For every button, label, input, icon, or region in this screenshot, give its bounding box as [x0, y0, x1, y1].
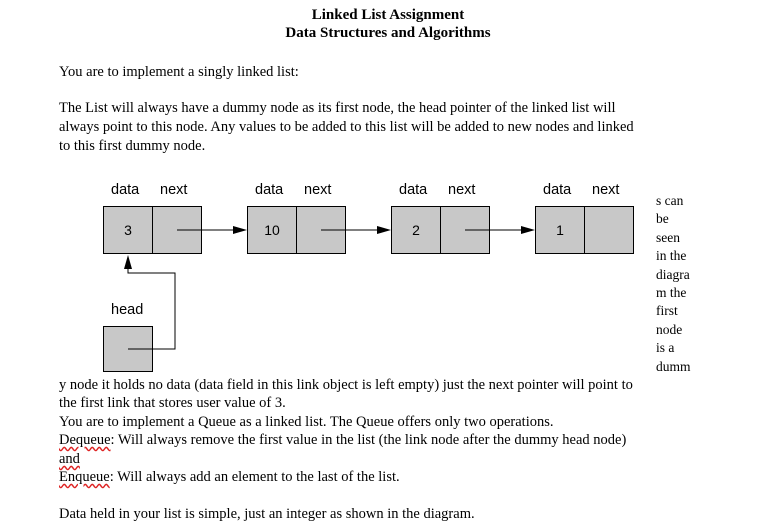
side-text-line-1: s can	[656, 193, 684, 208]
paragraph2-line3: You are to implement a Queue as a linked…	[59, 414, 554, 430]
side-text-line-7: first	[656, 303, 678, 318]
title-line-1: Linked List Assignment	[311, 7, 465, 23]
node3-data-cell	[391, 206, 441, 254]
side-text-line-4: in the	[656, 248, 687, 263]
side-text-line-3: seen	[656, 230, 680, 245]
node3-data-label: data	[399, 182, 428, 198]
and-line: and	[59, 450, 80, 469]
enqueue-term: Enqueue	[59, 469, 110, 485]
final-line: Data held in your list is simple, just a…	[59, 506, 475, 522]
dequeue-line: Dequeue: Will always remove the first va…	[59, 431, 626, 450]
paragraph2-line2: the first link that stores user value of…	[59, 395, 286, 411]
paragraph1-line2: always point to this node. Any values to…	[59, 119, 634, 135]
head-label: head	[111, 302, 144, 318]
enqueue-description: : Will always add an element to the last…	[109, 469, 400, 485]
paragraph1-line1-text: The List will always have a dummy node a…	[59, 100, 616, 116]
node4-next-cell	[584, 206, 634, 254]
title-line-2: Data Structures and Algorithms	[285, 25, 491, 41]
arrow-node2-to-node3	[321, 226, 391, 234]
paragraph2-line1: y node it holds no data (data field in t…	[59, 377, 633, 393]
paragraph1-line1: The List will always have a dummy node a…	[59, 99, 616, 118]
side-text-line-8: node	[656, 322, 683, 337]
node4-data-label: data	[543, 182, 572, 198]
arrow-node3-to-node4	[465, 226, 535, 234]
node4-data-cell	[535, 206, 585, 254]
side-text-line-9: is a	[656, 340, 675, 355]
arrow-node1-to-node2	[177, 226, 247, 234]
enqueue-line: Enqueue: Will always add an element to t…	[59, 468, 400, 487]
side-text-line-10: dumm	[656, 359, 691, 374]
dequeue-term: Dequeue	[59, 432, 111, 448]
node1-value: 3	[124, 222, 132, 238]
node4-value: 1	[556, 222, 564, 238]
paragraph1-line3: to this first dummy node.	[59, 138, 206, 154]
node1-next-label: next	[160, 182, 188, 198]
arrow-head-to-node1	[124, 255, 176, 350]
node2-value: 10	[264, 222, 280, 238]
intro-text: You are to implement a singly linked lis…	[59, 64, 299, 80]
node3-value: 2	[412, 222, 420, 238]
node1-data-label: data	[111, 182, 140, 198]
node2-data-label: data	[255, 182, 284, 198]
side-text-line-5: diagra	[656, 267, 690, 282]
node1-data-cell	[103, 206, 153, 254]
side-text-line-2: be	[656, 211, 669, 226]
node4-next-label: next	[592, 182, 620, 198]
and-word: and	[59, 451, 80, 467]
side-text-line-6: m the	[656, 285, 687, 300]
node2-next-label: next	[304, 182, 332, 198]
node3-next-label: next	[448, 182, 476, 198]
node2-data-cell	[247, 206, 297, 254]
dequeue-description: : Will always remove the first value in …	[110, 432, 627, 448]
